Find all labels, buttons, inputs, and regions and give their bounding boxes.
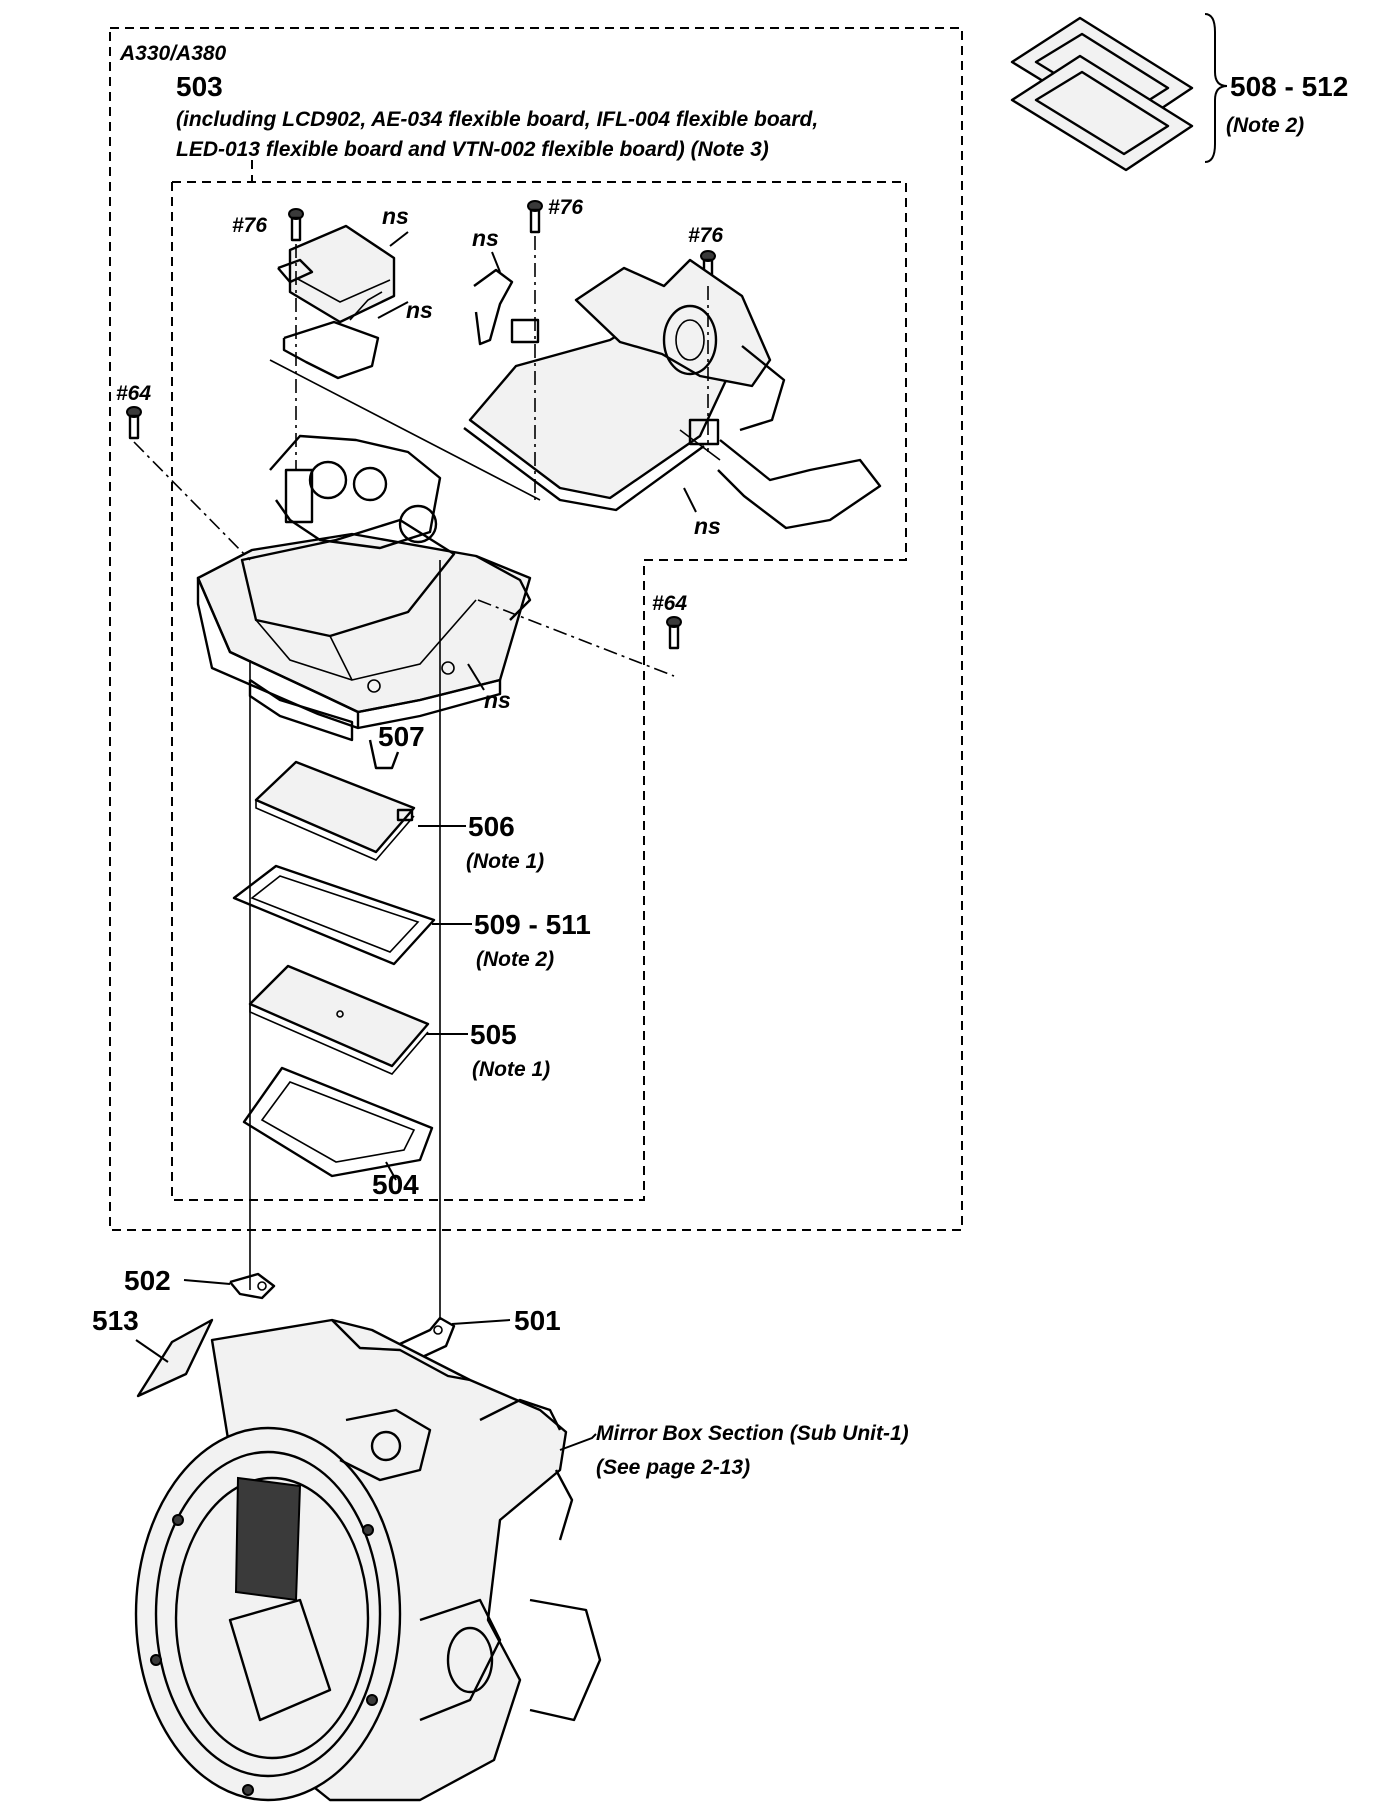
part-504-illustration [242, 1066, 434, 1178]
part-506-note: (Note 1) [466, 850, 544, 873]
guide-bracket [269, 359, 541, 501]
bracket-left-upper [277, 224, 396, 324]
part-513-leader [135, 1339, 169, 1363]
ns-label-2: ns [406, 297, 433, 323]
screw-76-left-label: #76 [232, 214, 267, 237]
mirror-box-label: Mirror Box Section (Sub Unit-1) [596, 1422, 909, 1445]
part-504-number: 504 [372, 1169, 419, 1200]
mirror-box-leader [559, 1433, 597, 1451]
part-513-illustration [136, 1318, 214, 1398]
ns-leader-5 [467, 663, 485, 691]
part-509-511-illustration [232, 864, 436, 966]
screw-76-left [288, 208, 304, 242]
outer-assembly-boundary [109, 27, 963, 1231]
ns-label-4: ns [694, 513, 721, 539]
part-507-illustration [368, 739, 400, 770]
part-506-number: 506 [468, 811, 515, 842]
main-housing-assembly [196, 434, 532, 742]
kit-508-512-illustration [1010, 13, 1228, 172]
part-501-leader [451, 1319, 511, 1325]
screw-76-mid-label: #76 [548, 196, 583, 219]
part-503-description-2: LED-013 flexible board and VTN-002 flexi… [176, 138, 769, 161]
ns-leader-3 [491, 251, 501, 273]
part-505-number: 505 [470, 1019, 517, 1050]
part-504-leader [385, 1161, 397, 1181]
part-502-number: 502 [124, 1265, 171, 1296]
screw-64-left [126, 406, 142, 440]
screw-64-right [666, 616, 682, 650]
part-503-description-1: (including LCD902, AE-034 flexible board… [176, 108, 818, 131]
part-509-511-number: 509 - 511 [474, 909, 591, 940]
ns-label-3: ns [472, 225, 499, 251]
kit-508-512-number: 508 - 512 [1230, 71, 1348, 102]
part-502-illustration [229, 1272, 276, 1300]
model-label: A330/A380 [119, 42, 227, 65]
mirror-box-page-ref: (See page 2-13) [596, 1456, 750, 1479]
screw-64-left-label: #64 [116, 382, 151, 405]
inner-assembly-boundary [171, 181, 907, 1201]
part-505-note: (Note 1) [472, 1058, 550, 1081]
part-507-number: 507 [378, 721, 425, 752]
part-513-number: 513 [92, 1305, 139, 1336]
guide-screw-64-left [133, 441, 251, 561]
ns-label-5: ns [484, 687, 511, 713]
part-501-number: 501 [514, 1305, 561, 1336]
part-505-illustration [248, 964, 430, 1075]
mirror-box-body [134, 1318, 602, 1802]
ns-leader-1 [389, 231, 409, 247]
part-502-leader [183, 1279, 231, 1285]
kit-508-512-note: (Note 2) [1226, 114, 1304, 137]
ns-leader-2 [377, 301, 409, 319]
part-509-511-note: (Note 2) [476, 948, 554, 971]
part-506-illustration [254, 760, 416, 861]
ns-label-1: ns [382, 203, 409, 229]
bracket-left-lower [282, 291, 383, 380]
screw-64-right-label: #64 [652, 592, 687, 615]
guide-screw-64-right [477, 599, 675, 677]
part-503-number: 503 [176, 71, 223, 102]
screw-76-right-label: #76 [688, 224, 723, 247]
ns-leader-4 [683, 487, 697, 513]
screw-76-mid [527, 200, 543, 234]
upper-right-assembly [463, 258, 882, 530]
